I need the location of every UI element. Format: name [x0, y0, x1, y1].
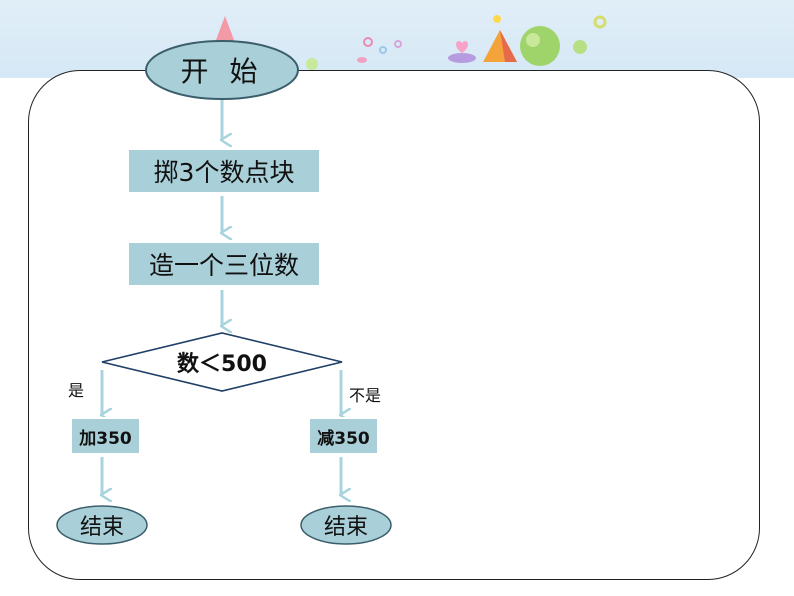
heart-icon — [456, 41, 468, 53]
star-icon — [493, 15, 501, 23]
start-label: 开 始 — [180, 55, 264, 88]
flower-icon — [363, 37, 373, 47]
triangle-tree-icon — [213, 16, 237, 48]
no-branch-label: 不是 — [349, 386, 382, 405]
subtract-box — [308, 417, 379, 455]
decision-label: 数＜500 — [177, 352, 267, 377]
step1-label: 掷3个数点块 — [153, 158, 295, 187]
step2-label: 造一个三位数 — [148, 251, 299, 280]
decorative-illustration — [213, 15, 607, 70]
step2-box — [127, 241, 321, 287]
end-node-right — [300, 505, 392, 545]
subtract-label: 减350 — [317, 428, 370, 449]
end-node-left — [56, 505, 148, 545]
ring-icon — [593, 15, 607, 29]
start-node — [145, 40, 299, 100]
end-right-label: 结束 — [323, 515, 368, 540]
end-left-label: 结束 — [79, 515, 124, 540]
header-banner — [0, 0, 794, 78]
decision-diamond — [101, 332, 343, 392]
yes-branch-label: 是 — [68, 381, 85, 400]
bowl-icon — [448, 53, 476, 63]
add-box — [70, 417, 141, 455]
step1-box — [127, 148, 321, 194]
add-label: 加350 — [79, 428, 132, 449]
